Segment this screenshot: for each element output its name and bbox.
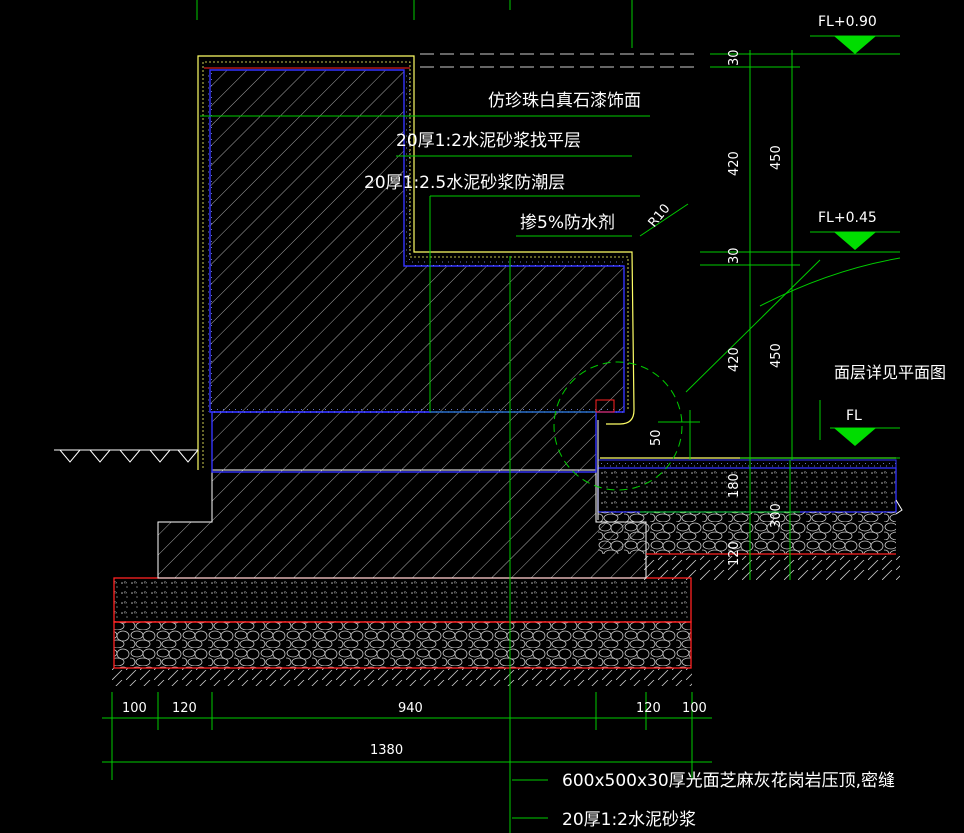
dim-450-mid: 450: [769, 343, 784, 368]
dim-420-top: 420: [727, 151, 742, 176]
dim-30-mid: 30: [727, 247, 742, 264]
level-label-floor: FL: [846, 408, 862, 424]
finish-layer: [197, 55, 635, 470]
dim-100-right: 100: [682, 701, 707, 716]
note-waterproof: 掺5%防水剂: [520, 213, 615, 233]
floor-stone: [598, 512, 896, 554]
note-leaders: [200, 115, 901, 819]
note-leveling: 20厚1:2水泥砂浆找平层: [396, 131, 581, 151]
right-dimension-lines: [640, 50, 900, 580]
ground-left: [54, 449, 199, 463]
dim-450-top: 450: [769, 145, 784, 170]
dim-420-mid: 420: [727, 347, 742, 372]
mortar-band-3: [410, 260, 624, 266]
break-line: [895, 499, 903, 515]
floor-screed: [597, 459, 897, 469]
dim-30-top: 30: [727, 49, 742, 66]
extension-lines: [196, 0, 633, 48]
level-marker-mid: [810, 231, 900, 250]
hidden-lines: [420, 53, 700, 68]
note-coping-mortar: 20厚1:2水泥砂浆: [562, 810, 696, 830]
mortar-band-2: [404, 72, 410, 262]
dim-120-slab: 120: [727, 541, 742, 566]
dim-300: 300: [769, 503, 784, 528]
base-concrete: [113, 577, 692, 623]
footing: [157, 469, 647, 579]
dim-120-left: 120: [172, 701, 197, 716]
base-stone: [113, 621, 692, 669]
dim-100-left: 100: [122, 701, 147, 716]
note-finish: 仿珍珠白真石漆饰面: [488, 91, 641, 111]
mortar-band-4: [210, 408, 624, 414]
dim-120-right: 120: [636, 701, 661, 716]
soil-fill: [112, 668, 692, 686]
level-marker-floor: [819, 400, 900, 446]
detail-circle: [553, 361, 683, 491]
floor-concrete: [597, 467, 897, 513]
note-coping: 600x500x30厚光面芝麻灰花岗岩压顶,密缝: [562, 771, 895, 791]
note-floor-ref: 面层详见平面图: [834, 363, 946, 382]
note-damp: 20厚1:2.5水泥砂浆防潮层: [364, 173, 565, 193]
wall-upper: [209, 69, 625, 413]
level-marker-top: [810, 35, 900, 54]
dim-180: 180: [727, 473, 742, 498]
wall-lower: [211, 411, 597, 473]
dim-940: 940: [398, 701, 423, 716]
dim-50: 50: [649, 429, 664, 446]
soil-fill-right: [640, 556, 900, 580]
level-label-top: FL+0.90: [818, 14, 877, 30]
bottom-dimension-lines: [102, 692, 712, 780]
radius-label: R10: [646, 201, 674, 230]
mortar-band: [206, 72, 212, 412]
dim-1380: 1380: [370, 743, 403, 758]
level-label-mid: FL+0.45: [818, 210, 877, 226]
detail-mark: [595, 399, 615, 413]
